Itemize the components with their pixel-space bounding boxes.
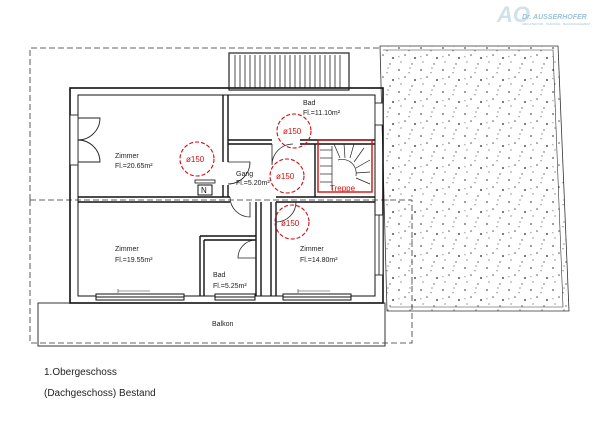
turning-circles	[179, 113, 312, 240]
circle-label: ø150	[186, 155, 205, 164]
circle-label: ø150	[276, 172, 295, 181]
room-zimmer-bl-name: Zimmer	[115, 246, 139, 253]
staircase: Treppe	[317, 139, 373, 193]
turning-circle	[179, 141, 215, 177]
terrace-area	[379, 45, 570, 312]
room-labels: Zimmer Fl.=20.65m² Bad Fl.=11.10m² Gang …	[115, 100, 341, 328]
chimney-marker: N	[194, 179, 216, 196]
outer-walls	[69, 87, 384, 304]
logo-subtitle: ARCHITEKTUR · PLANUNG · BAUMANAGEMENT	[522, 22, 591, 26]
room-zimmer-br-area: Fl.=14.80m²	[300, 257, 338, 264]
logo-mark: AO	[496, 2, 530, 27]
east-windows	[374, 102, 384, 276]
logo-name: Dr. AUSSERHOFER	[522, 14, 587, 21]
room-bad-top-area: Fl.=11.10m²	[303, 110, 341, 117]
room-balkon-name: Balkon	[212, 321, 234, 328]
turning-circle	[274, 204, 310, 240]
stair-label: Treppe	[330, 184, 356, 193]
interior-walls	[78, 95, 375, 296]
circle-label: ø150	[281, 219, 300, 228]
svg-text:N: N	[201, 186, 207, 195]
balcony-door	[69, 114, 101, 166]
room-zimmer-bl-area: Fl.=19.55m²	[115, 257, 153, 264]
caption-line-2: (Dachgeschoss) Bestand	[44, 388, 156, 399]
circle-label: ø150	[283, 127, 302, 136]
room-gang-name: Gang	[236, 171, 253, 178]
roof-outline	[29, 47, 413, 344]
room-bad-top-name: Bad	[303, 100, 316, 107]
room-zimmer-tl-name: Zimmer	[115, 153, 139, 160]
dormer-window	[228, 52, 350, 91]
room-zimmer-tl-area: Fl.=20.65m²	[115, 163, 153, 170]
door-swings	[227, 143, 297, 259]
window-sill-marks	[117, 289, 330, 293]
room-bad-small-name: Bad	[213, 272, 226, 279]
turning-circle-labels: ø150 ø150 ø150 ø150	[186, 127, 302, 228]
turning-circle	[276, 113, 312, 149]
room-gang-area: Fl.=5.20m²	[236, 180, 270, 187]
room-bad-small-area: Fl.=5.25m²	[213, 283, 247, 290]
caption-line-1: 1.Obergeschoss	[44, 367, 117, 378]
room-zimmer-br-name: Zimmer	[300, 246, 324, 253]
turning-circle	[269, 158, 305, 194]
south-windows	[95, 293, 352, 301]
company-logo: AO Dr. AUSSERHOFER ARCHITEKTUR · PLANUNG…	[496, 2, 591, 27]
